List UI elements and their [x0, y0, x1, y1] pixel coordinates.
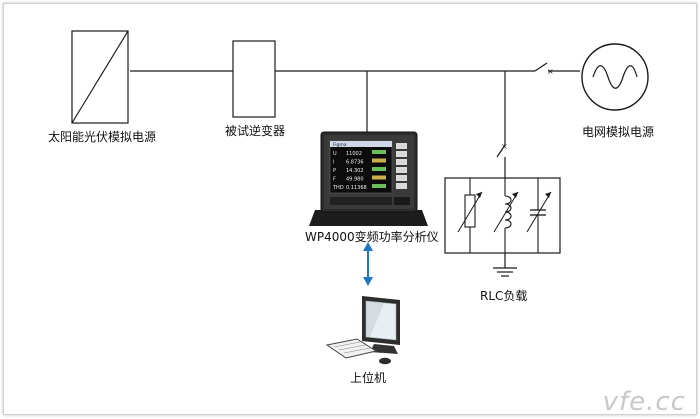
reading-value: 14.302: [346, 168, 364, 174]
host-pc-label: 上位机: [350, 371, 387, 385]
svg-text:×: ×: [501, 142, 508, 151]
load-switch: ×: [496, 142, 508, 158]
reading-indicator: [372, 184, 386, 188]
reading-key: I: [333, 160, 334, 166]
inverter-label: 被试逆变器: [225, 124, 286, 138]
svg-text:×: ×: [547, 67, 554, 76]
load-label: RLC负载: [480, 289, 528, 303]
reading-key: U: [333, 151, 337, 157]
communication-link-arrow: [363, 242, 373, 286]
ground-symbol: [493, 253, 517, 277]
reading-key: THD: [332, 185, 344, 191]
reading-value: 6.8736: [346, 160, 364, 166]
grid-source-label: 电网模拟电源: [582, 125, 655, 139]
diagram-frame: [3, 3, 697, 415]
pv-source-label: 太阳能光伏模拟电源: [48, 130, 157, 144]
reading-indicator: [372, 175, 386, 180]
analyzer-label: WP4000变频功率分析仪: [305, 230, 439, 244]
analyzer-brand: Figma: [333, 142, 347, 148]
reading-indicator: [372, 158, 386, 163]
inverter-box: [232, 40, 276, 118]
reading-key: P: [333, 168, 336, 174]
grid-source-symbol: [581, 43, 649, 111]
reading-value: 49.980: [346, 177, 364, 183]
reading-value: 0.11368: [346, 185, 367, 191]
grid-switch: ×: [534, 62, 554, 76]
reading-indicator: [372, 167, 386, 171]
reading-indicator: [372, 150, 386, 154]
host-pc-icon: [325, 296, 400, 365]
watermark: vfe.cc: [602, 387, 686, 417]
reading-key: F: [333, 177, 336, 183]
pv-source-symbol: [71, 30, 129, 124]
analyzer-side-buttons: [396, 143, 407, 189]
rlc-load-box: [444, 177, 561, 254]
reading-value: 11002: [346, 151, 362, 157]
